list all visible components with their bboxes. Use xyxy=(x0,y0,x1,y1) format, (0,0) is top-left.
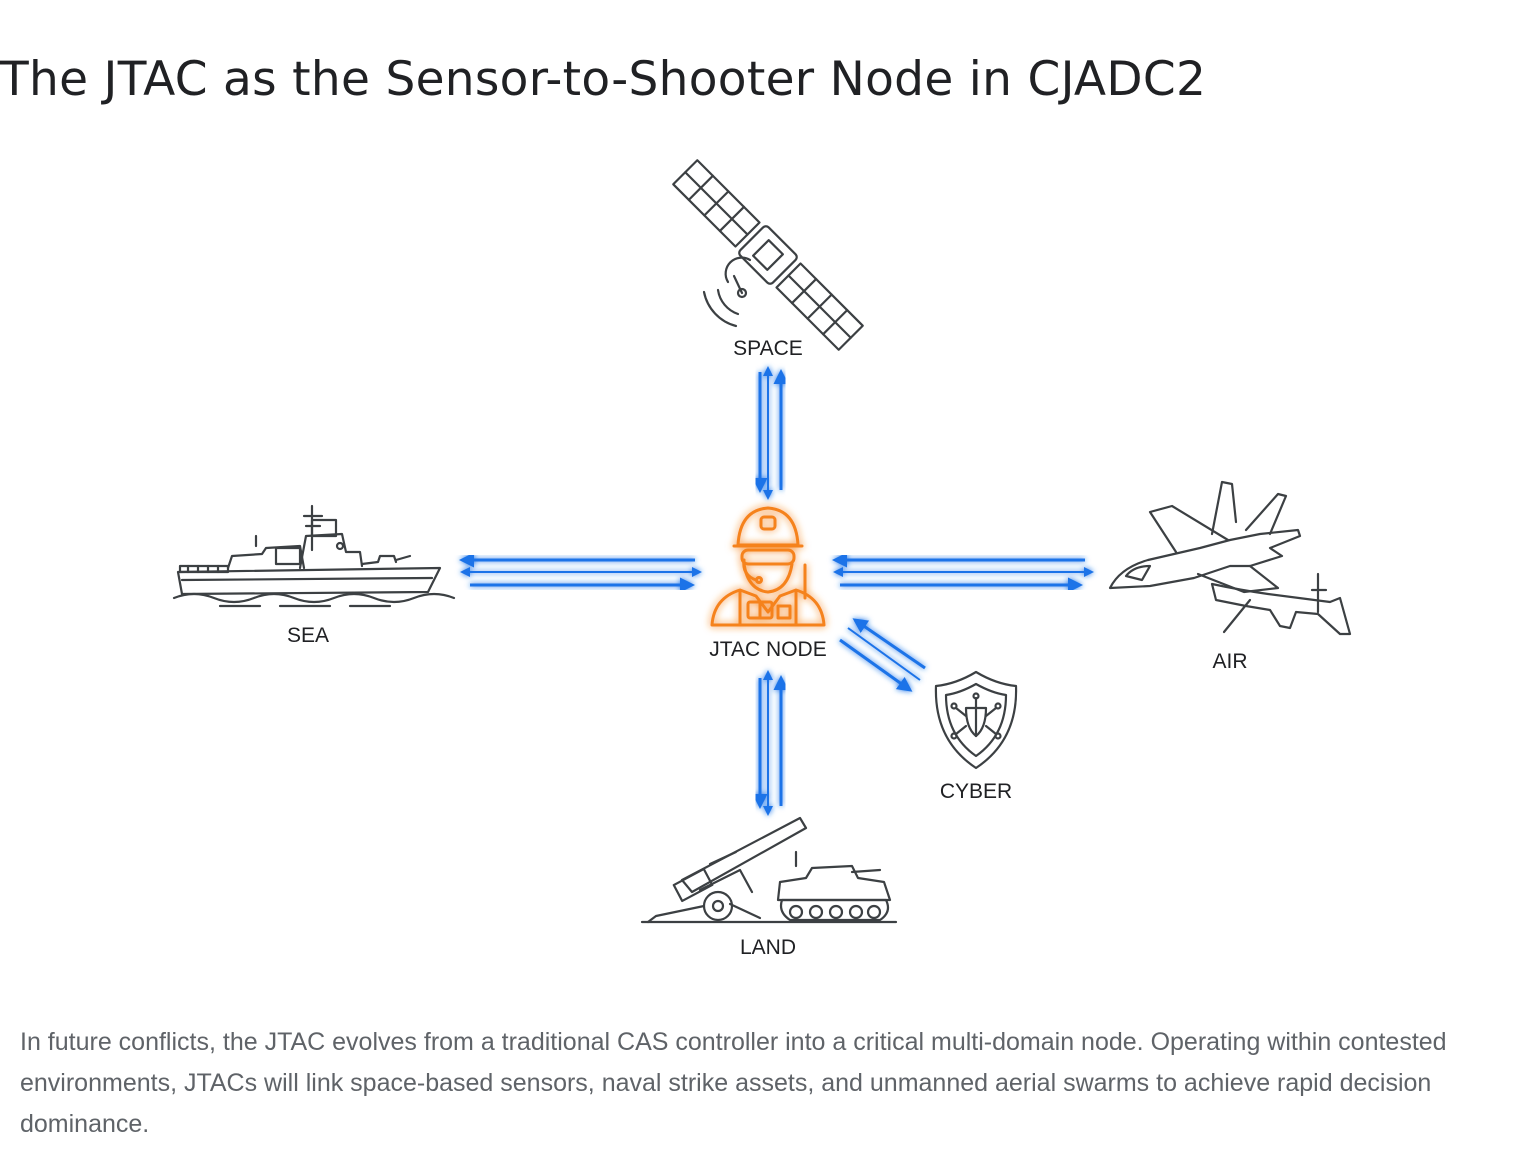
artillery-tank-icon xyxy=(640,816,898,924)
page-title: The JTAC as the Sensor-to-Shooter Node i… xyxy=(0,52,1207,107)
link-cyber xyxy=(839,618,926,692)
label-land: LAND xyxy=(740,936,796,959)
ship-icon xyxy=(172,504,456,608)
shield-icon xyxy=(934,670,1018,770)
link-air xyxy=(832,552,1094,593)
satellite-icon xyxy=(672,159,864,351)
caption-text: In future conflicts, the JTAC evolves fr… xyxy=(20,1028,1447,1138)
label-sea: SEA xyxy=(287,624,329,647)
link-space xyxy=(752,366,789,500)
link-sea xyxy=(459,552,702,593)
soldier-icon xyxy=(710,506,826,627)
label-jtac-node: JTAC NODE xyxy=(709,638,826,661)
multi-domain-diagram: SPACE JTAC NODE xyxy=(172,159,1352,959)
label-cyber: CYBER xyxy=(940,780,1012,803)
aircraft-icon xyxy=(1108,480,1352,636)
label-air: AIR xyxy=(1212,650,1247,673)
label-space: SPACE xyxy=(733,337,803,360)
link-land xyxy=(752,670,789,816)
